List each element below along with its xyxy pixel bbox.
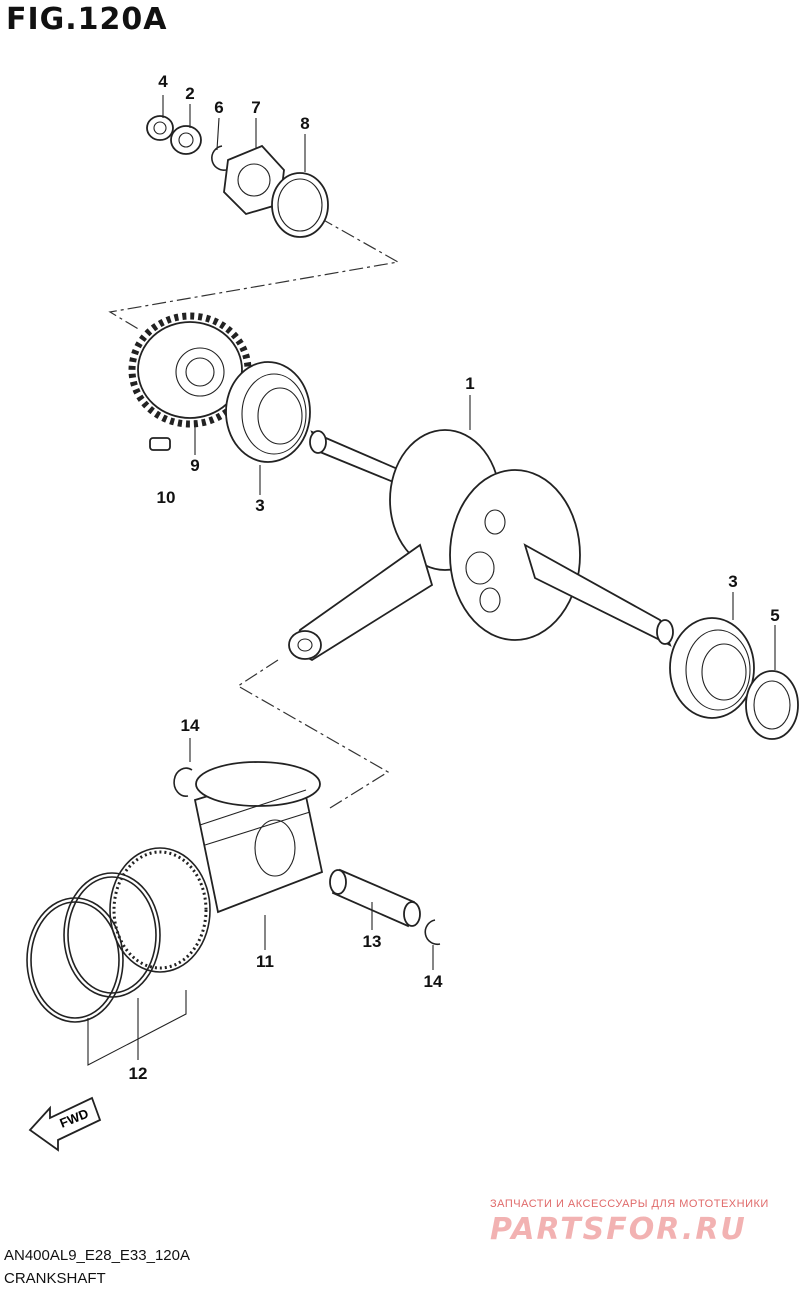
watermark-brand: PARTSFOR.RU — [490, 1212, 747, 1247]
forward-direction-arrow: FWD — [28, 1096, 102, 1152]
callout-part-6[interactable]: 6 — [214, 98, 224, 117]
part-6-circlip — [211, 145, 227, 171]
figure-title: FIG.120A — [6, 2, 168, 37]
part-3-bearing-right — [669, 617, 755, 719]
part-2-bearing — [170, 125, 202, 155]
callout-part-10[interactable]: 10 — [156, 488, 176, 507]
callout-part-14-top[interactable]: 14 — [180, 716, 200, 735]
callout-part-2[interactable]: 2 — [185, 84, 195, 103]
callout-part-14-right[interactable]: 14 — [423, 972, 443, 991]
part-4-oil-seal — [146, 115, 174, 141]
part-8-washer — [271, 172, 329, 238]
assembly-line-top — [108, 217, 400, 331]
callout-part-13[interactable]: 13 — [362, 932, 382, 951]
part-11-piston — [193, 761, 324, 914]
callout-part-12[interactable]: 12 — [128, 1064, 148, 1083]
callout-part-3-left[interactable]: 3 — [255, 496, 265, 515]
part-10-key — [149, 437, 171, 451]
part-3-bearing-left — [225, 361, 311, 463]
callout-part-3-right[interactable]: 3 — [728, 572, 738, 591]
watermark-tagline: ЗАПЧАСТИ И АКСЕССУАРЫ ДЛЯ МОТОТЕХНИКИ — [490, 1198, 769, 1210]
leader-lines — [162, 95, 776, 970]
callout-part-5[interactable]: 5 — [770, 606, 780, 625]
callout-part-7[interactable]: 7 — [251, 98, 261, 117]
figure-name: CRANKSHAFT — [4, 1270, 106, 1287]
callout-part-11[interactable]: 11 — [256, 952, 274, 971]
figure-code: AN400AL9_E28_E33_120A — [4, 1247, 190, 1264]
part-13-piston-pin — [329, 868, 421, 928]
part-1-crankshaft — [288, 429, 674, 662]
assembly-line-piston — [236, 659, 390, 809]
callout-part-9[interactable]: 9 — [190, 456, 200, 475]
part-12-piston-rings — [26, 847, 211, 1066]
part-5-oil-seal — [745, 670, 799, 740]
part-14-circlip-right — [424, 919, 441, 946]
callout-part-4[interactable]: 4 — [158, 72, 168, 91]
callout-part-1[interactable]: 1 — [465, 374, 475, 393]
callout-part-8[interactable]: 8 — [300, 114, 310, 133]
part-14-circlip-top — [173, 767, 193, 797]
